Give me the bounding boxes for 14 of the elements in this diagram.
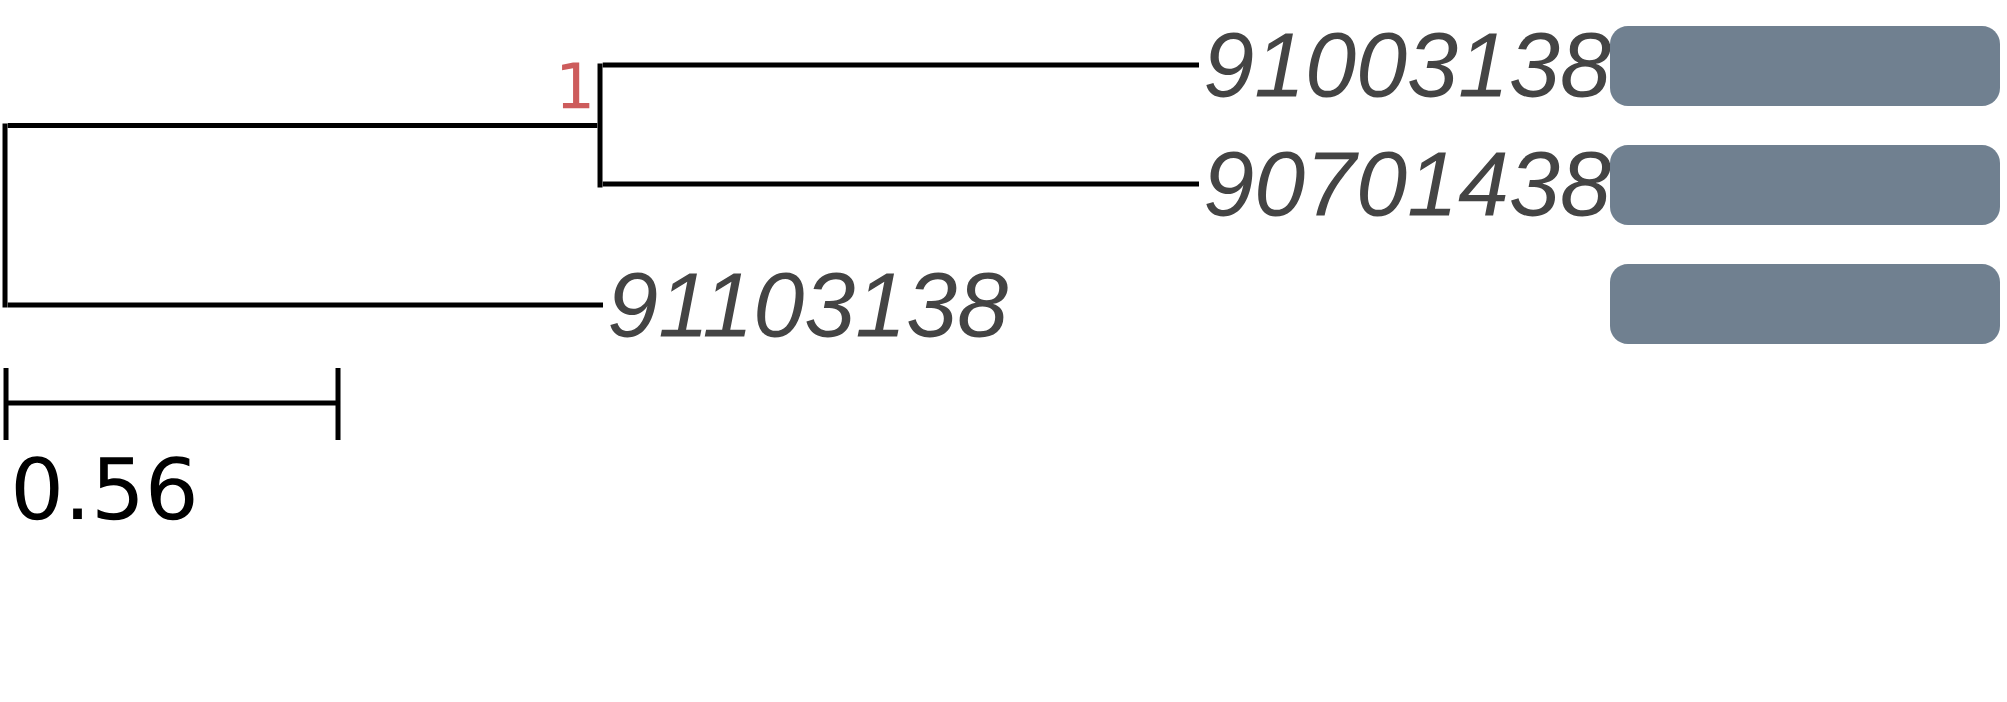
annotation-strip — [1610, 26, 2000, 106]
leaf-label: 91103138 — [610, 272, 1008, 338]
tree-branch — [2, 123, 8, 308]
tree-branch — [7, 302, 603, 308]
scale-label: 0.56 — [15, 456, 194, 521]
annotation-strip — [1610, 264, 2000, 344]
tree-branch — [602, 62, 1199, 68]
support-value: 1 — [562, 62, 590, 109]
tree-branch — [602, 181, 1199, 187]
leaf-label: 91003138 — [1206, 32, 1611, 98]
tree-branch — [7, 123, 598, 128]
annotation-strip — [1610, 145, 2000, 225]
leaf-label: 90701438 — [1206, 151, 1611, 217]
tree-branch — [597, 63, 603, 188]
